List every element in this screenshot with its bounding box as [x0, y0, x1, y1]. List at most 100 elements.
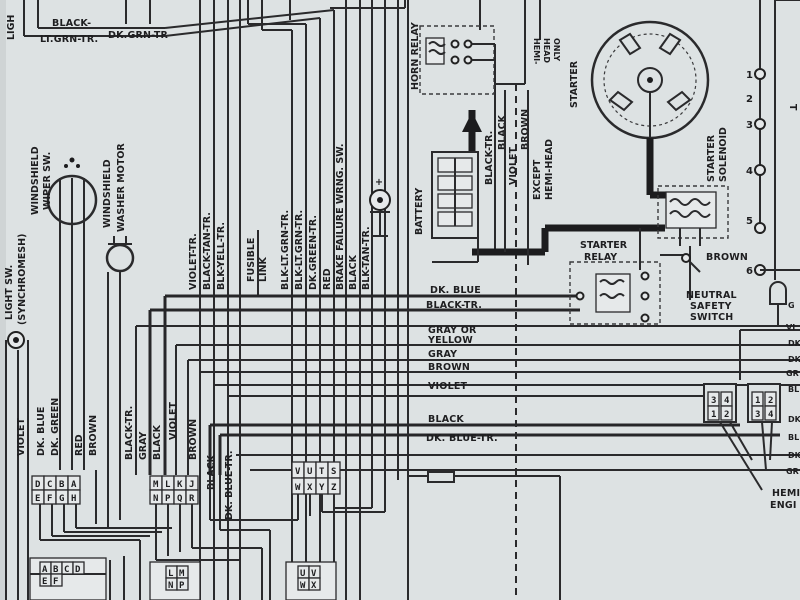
washer-motor-label-2: WASHER MOTOR [116, 143, 127, 232]
bottom-pin-L: L [168, 569, 174, 579]
wire-blk-yell-tr: BLK-YELL-TR. [216, 222, 227, 290]
edge-number-5: 5 [746, 216, 753, 227]
except-hemi-label-1: EXCEPT [532, 159, 543, 200]
neutral-label-1: NEUTRAL [686, 290, 737, 301]
edge-number-3: 3 [746, 120, 753, 131]
fusible-link-label-2: LINK [258, 256, 269, 282]
vertical-trunk [164, 0, 406, 600]
battery-cable [462, 110, 672, 256]
connector-mid [149, 475, 270, 561]
starter-relay-label-2: RELAY [584, 252, 617, 263]
pin-C: C [47, 480, 52, 490]
battery-label: BATTERY [414, 188, 425, 235]
washer-motor-symbol [105, 236, 135, 470]
wire-blk-lt-grn-tr-2: BLK-LT.GRN-TR. [294, 210, 305, 290]
pin-b-4: 4 [768, 410, 774, 420]
edge-number-6: 6 [746, 266, 753, 277]
connector-bottom-right [285, 561, 337, 600]
hemi-label-3: ONLY [552, 38, 561, 61]
pin-F: F [47, 494, 52, 504]
pin-Z: Z [331, 483, 337, 493]
wire-black-h: BLACK [428, 414, 464, 425]
solenoid-label-1: STARTER [706, 134, 717, 182]
left-wiring [39, 470, 172, 600]
edge-number-1: 1 [746, 70, 753, 81]
wire-gray-h: GRAY [428, 349, 457, 360]
wire-dk-green-tr: DK.GREEN-TR. [308, 215, 319, 290]
hemi-engine-label-2: ENGI [770, 500, 797, 511]
pin-B: B [59, 480, 65, 490]
wire-violet-h: VIOLET [428, 381, 468, 392]
connector-bottom-left [29, 557, 107, 600]
right-edge-label-1: VI [786, 323, 795, 332]
pin-P: P [165, 494, 171, 504]
wire-dk-blue-tr-lower: DK. BLUE-TR. [224, 451, 235, 520]
washer-motor-label-1: WINDSHIELD [102, 159, 113, 228]
wire-brown-h: BROWN [428, 362, 470, 373]
connector-bottom-mid [149, 561, 201, 600]
wire-label-dk-grn: DK.GRN-TR [108, 30, 169, 41]
bottom-pin-V: V [311, 569, 317, 579]
wire-black-brake: BLACK [348, 254, 359, 290]
wire-black-tr-mid: BLACK-TR. [124, 406, 135, 460]
wire-black-mid: BLACK [152, 424, 163, 460]
wire-black-tan-tr: BLACK-TAN-TR. [202, 212, 213, 290]
wire-brown-mid: BROWN [188, 419, 199, 460]
wire-violet-mid: VIOLET [168, 401, 179, 440]
pin-V: V [295, 467, 301, 477]
pin-A: A [71, 480, 77, 490]
pin-X: X [307, 483, 313, 493]
bottom-pin-M: M [179, 569, 185, 579]
wire-brown-neutral: BROWN [706, 252, 748, 263]
bottom-pin-W: W [300, 581, 306, 591]
hemi-label-2: HEAD [542, 38, 551, 63]
connector-right [239, 461, 386, 600]
pin-W: W [295, 483, 301, 493]
pin-L: L [165, 480, 171, 490]
pin-a-2: 2 [724, 410, 729, 420]
pin-a-3: 3 [711, 396, 716, 406]
bottom-pin-X: X [311, 581, 317, 591]
pin-R: R [189, 494, 195, 504]
wire-black-tr-h: BLACK-TR. [426, 300, 482, 311]
brake-failure-switch-label: BRAKE FAILURE WRNG. SW. [335, 143, 346, 290]
light-switch-label-2: (SYNCHROMESH) [17, 234, 28, 325]
except-hemi-label-2: HEMI-HEAD [544, 139, 555, 200]
wire-black-relay: BLACK [497, 114, 508, 150]
edge-number-4: 4 [746, 166, 753, 177]
horizontal-bus [135, 294, 800, 475]
hemi-label-1: HEMI- [532, 38, 541, 64]
right-verticals [407, 0, 561, 600]
wiper-switch-label-2: WIPER SW. [42, 152, 53, 210]
horn-relay-label: HORN RELAY [410, 22, 421, 90]
wire-label-lt-grn: LT.GRN-TR. [40, 34, 98, 45]
right-edge-label-0: G [788, 301, 795, 310]
right-edge-label-6: DK [788, 415, 800, 424]
wire-dk-blue-h: DK. BLUE [430, 285, 481, 296]
right-edge-terminals [739, 0, 800, 380]
bottom-pin-E: E [42, 577, 47, 587]
light-switch-label-1: LIGHT SW. [4, 265, 15, 320]
starter-solenoid [657, 185, 729, 246]
pin-b-3: 3 [755, 410, 760, 420]
bottom-pin-F: F [53, 577, 58, 587]
pin-K: K [177, 480, 183, 490]
svg-text:+: + [375, 177, 383, 188]
wire-violet-relay: VIOLET [508, 146, 519, 185]
pin-N: N [153, 494, 158, 504]
wire-brown-left: BROWN [88, 415, 99, 456]
wire-red-left: RED [74, 434, 85, 456]
bottom-pin-C: C [64, 565, 69, 575]
right-edge-corner-label: T [787, 104, 798, 111]
wire-dk-blue-left: DK. BLUE [36, 407, 47, 456]
wire-dk-green-left: DK. GREEN [50, 398, 61, 456]
hemi-engine-label-1: HEMI [772, 488, 800, 499]
pin-Q: Q [177, 494, 183, 504]
pin-a-1: 1 [711, 410, 716, 420]
right-edge-label-9: GR [786, 467, 799, 476]
pin-U: U [307, 467, 312, 477]
wire-brown-relay: BROWN [520, 109, 531, 150]
wire-gray-or-h: GRAY OR [428, 325, 477, 336]
pin-H: H [71, 494, 76, 504]
